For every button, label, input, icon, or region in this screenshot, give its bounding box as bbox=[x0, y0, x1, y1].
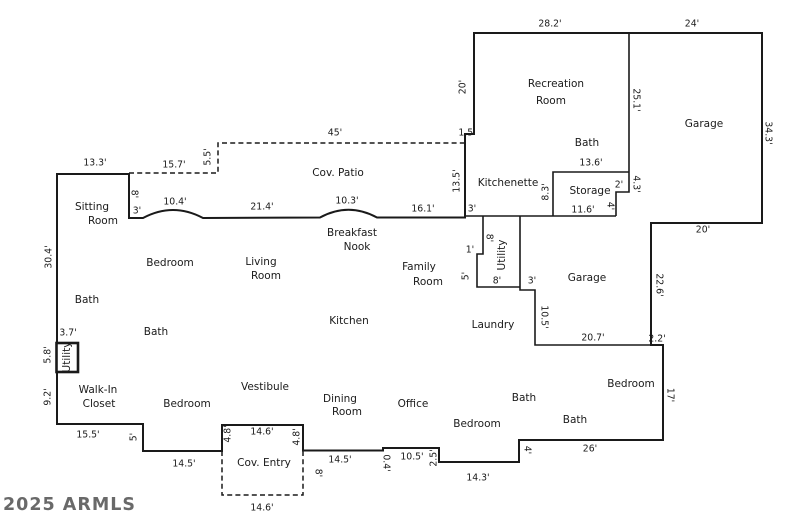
dimension-label: 5' bbox=[461, 272, 472, 280]
dimension-label: 2.2' bbox=[648, 334, 665, 345]
dimension-label: 20.7' bbox=[581, 333, 604, 344]
dimension-label: 8.3' bbox=[541, 183, 552, 200]
utility-closet-wall bbox=[55, 341, 80, 374]
dimension-label: 14.6' bbox=[250, 427, 273, 438]
room-label: Room bbox=[88, 215, 118, 227]
dimension-label: 34.3' bbox=[763, 121, 774, 144]
dimension-label: 26' bbox=[583, 444, 597, 455]
dimension-label: 15.7' bbox=[162, 160, 185, 171]
dimension-label: 4.3' bbox=[631, 175, 642, 192]
room-label: Recreation bbox=[528, 78, 584, 90]
room-label: Walk-In bbox=[79, 384, 118, 396]
room-label: Utility bbox=[496, 240, 508, 271]
room-label: Family bbox=[402, 261, 436, 273]
room-label: Bath bbox=[144, 326, 168, 338]
room-label: Bath bbox=[563, 414, 587, 426]
dimension-label: 4' bbox=[522, 446, 533, 454]
room-label: Bedroom bbox=[607, 378, 655, 390]
covered-entry-outline bbox=[221, 451, 304, 496]
dimension-label: 14.5' bbox=[328, 455, 351, 466]
room-label: Room bbox=[413, 276, 443, 288]
room-label: Room bbox=[332, 406, 362, 418]
room-label: Bath bbox=[75, 294, 99, 306]
dimension-label: 20' bbox=[458, 80, 469, 94]
exterior-wall bbox=[56, 32, 763, 463]
covered-patio-outline bbox=[129, 142, 465, 174]
dimension-label: 0.4' bbox=[381, 454, 392, 471]
dimension-label: 2' bbox=[615, 180, 623, 191]
dimension-label: 13.5' bbox=[452, 169, 463, 192]
dimension-label: 8' bbox=[129, 190, 140, 198]
dimension-label: 17' bbox=[665, 388, 676, 402]
dimension-label: 3' bbox=[468, 204, 476, 215]
dimension-label: 1' bbox=[466, 245, 474, 256]
room-label: Breakfast bbox=[327, 227, 377, 239]
dimension-label: 20' bbox=[696, 225, 710, 236]
dimension-label: 14.6' bbox=[250, 503, 273, 514]
dimension-label: 4.8' bbox=[292, 428, 303, 445]
dimension-label: 24' bbox=[685, 19, 699, 30]
dimension-label: 11.6' bbox=[571, 205, 594, 216]
room-label: Kitchenette bbox=[478, 177, 539, 189]
dimension-label: 4.8' bbox=[223, 425, 234, 442]
room-label: Garage bbox=[568, 272, 606, 284]
dimension-label: 10.5' bbox=[539, 305, 550, 328]
armls-watermark: 2025 ARMLS bbox=[3, 495, 136, 515]
dimension-labels-layer: 13.3' 15.7' 5.5' 45' 1.5' 20' 28.2' 24' 34.3' 25.… bbox=[43, 19, 774, 514]
dimension-label: 5.8' bbox=[43, 346, 54, 363]
room-label: Kitchen bbox=[329, 315, 368, 327]
dimension-label: 8' bbox=[493, 276, 501, 287]
room-label: Storage bbox=[569, 185, 610, 197]
room-label: Bedroom bbox=[146, 257, 194, 269]
room-label: Room bbox=[536, 95, 566, 107]
dimension-label: 28.2' bbox=[538, 19, 561, 30]
dimension-label: 3.7' bbox=[59, 328, 76, 339]
room-label: Cov. Patio bbox=[312, 167, 364, 179]
dimension-label: 9.2' bbox=[43, 388, 54, 405]
room-label: Dining bbox=[323, 393, 357, 405]
room-label: Bedroom bbox=[453, 418, 501, 430]
room-label: Bath bbox=[512, 392, 536, 404]
room-label: Nook bbox=[344, 241, 372, 253]
dimension-label: 10.3' bbox=[335, 196, 358, 207]
dimension-label: 3' bbox=[528, 276, 536, 287]
dimension-label: 13.3' bbox=[83, 158, 106, 169]
dimension-label: 5.5' bbox=[203, 148, 214, 165]
dimension-label: 8' bbox=[313, 469, 324, 477]
dimension-label: 16.1' bbox=[411, 204, 434, 215]
room-label: Vestibule bbox=[241, 381, 289, 393]
room-label: Living bbox=[245, 256, 276, 268]
dimension-label: 25.1' bbox=[631, 88, 642, 111]
room-label: Office bbox=[398, 398, 429, 410]
interior-walls bbox=[465, 33, 651, 346]
room-label: Room bbox=[251, 270, 281, 282]
room-label: Bedroom bbox=[163, 398, 211, 410]
room-label: Garage bbox=[685, 118, 723, 130]
room-label: Laundry bbox=[472, 319, 515, 331]
room-label: Utility bbox=[61, 342, 73, 373]
dimension-label: 2.5' bbox=[429, 449, 440, 466]
dimension-label: 1.5' bbox=[458, 128, 475, 139]
dimension-label: 10.4' bbox=[163, 197, 186, 208]
dimension-label: 14.3' bbox=[466, 473, 489, 484]
dimension-label: 21.4' bbox=[250, 202, 273, 213]
dimension-label: 22.6' bbox=[654, 273, 665, 296]
room-label: Cov. Entry bbox=[237, 457, 291, 469]
dimension-label: 13.6' bbox=[579, 158, 602, 169]
dimension-label: 15.5' bbox=[76, 430, 99, 441]
room-label: Sitting bbox=[75, 201, 109, 213]
dimension-label: 30.4' bbox=[44, 245, 55, 268]
dimension-label: 5' bbox=[129, 433, 140, 441]
dimension-label: 3' bbox=[133, 206, 141, 217]
dimension-label: 4' bbox=[605, 202, 616, 210]
dimension-label: 14.5' bbox=[172, 459, 195, 470]
dimension-label: 10.5' bbox=[400, 452, 423, 463]
room-label: Bath bbox=[575, 137, 599, 149]
dimension-label: 8' bbox=[484, 234, 495, 242]
room-label: Closet bbox=[83, 398, 116, 410]
dimension-label: 45' bbox=[328, 128, 342, 139]
